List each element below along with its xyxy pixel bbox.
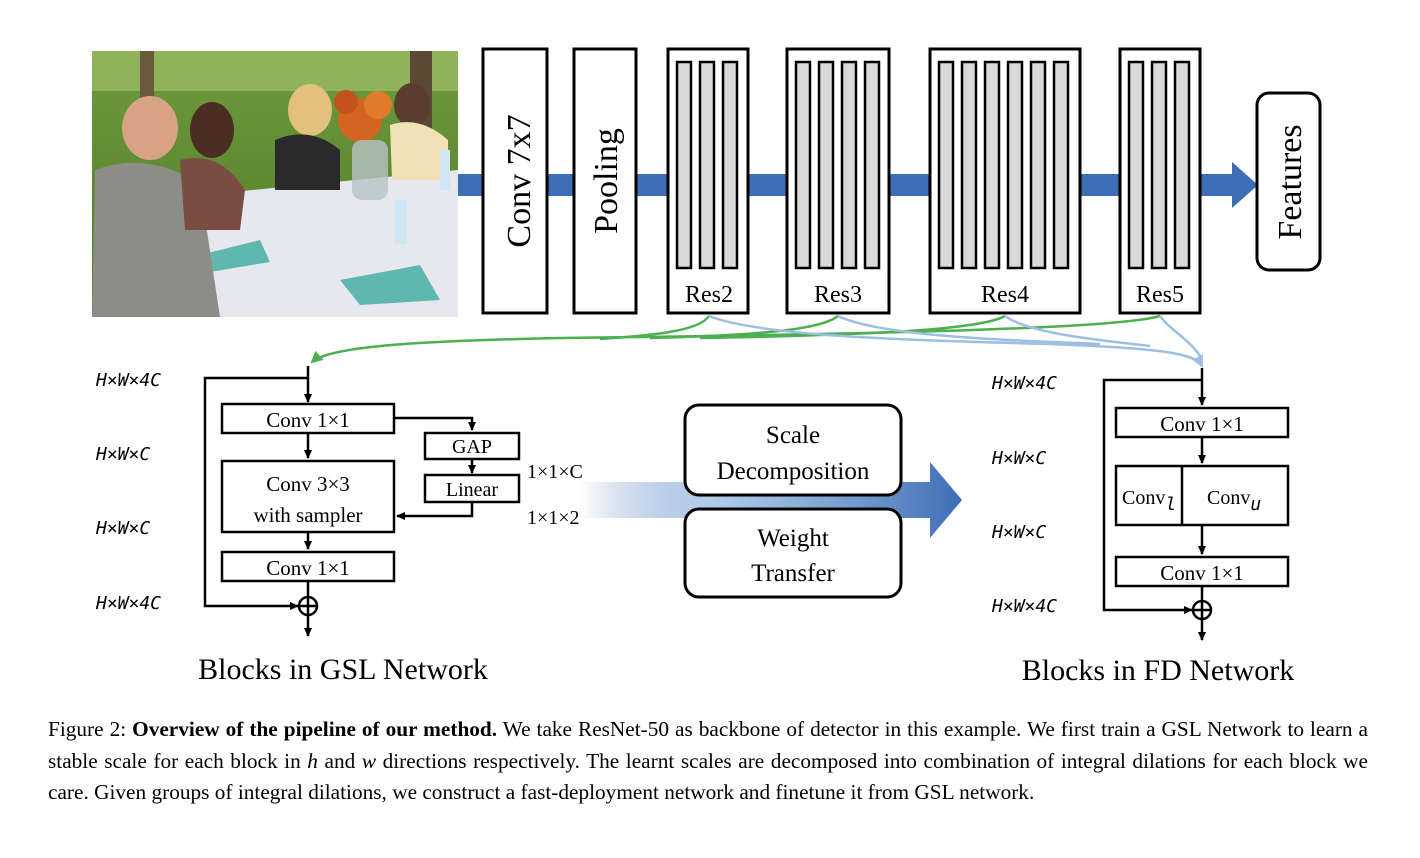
res3-block: Res3 <box>785 47 891 315</box>
gsl-out-dim-1: 1×1×C <box>527 461 583 483</box>
linear-box <box>423 473 521 504</box>
transform-arrow <box>580 462 962 538</box>
pipeline-figure: Conv 7x7 Pooling Res2 Res3 Res4 Res5 <box>92 47 1322 687</box>
gsl-dim-4: H×W×4C <box>95 593 161 614</box>
res2-block: Res2 <box>666 47 750 315</box>
linear-label: Linear <box>446 479 499 501</box>
features-label: Features <box>1272 124 1309 239</box>
scale-label-1: Scale <box>766 422 820 449</box>
gsl-conv1b-label: Conv 1×1 <box>266 556 350 580</box>
fd-conv1-label: Conv 1×1 <box>1160 412 1244 436</box>
pooling-label: Pooling <box>588 128 625 234</box>
fd-dim-1: H×W×4C <box>991 373 1057 394</box>
gsl-conv1-label: Conv 1×1 <box>266 408 350 432</box>
fd-conv-split-box <box>1114 464 1290 527</box>
gsl-dim-2: H×W×C <box>95 444 150 465</box>
gsl-dim-3: H×W×C <box>95 518 150 539</box>
fd-dim-3: H×W×C <box>991 522 1046 543</box>
gsl-block: H×W×4C H×W×C H×W×C H×W×4C Conv 1×1 Conv … <box>95 366 583 686</box>
fd-conv-l-label: Convl <box>1122 487 1176 515</box>
fd-conv-u-label: Convu <box>1207 487 1261 515</box>
caption-prefix: Figure 2: <box>48 717 133 741</box>
features-box: Features <box>1255 91 1322 272</box>
res5-block: Res5 <box>1118 47 1202 315</box>
gsl-title: Blocks in GSL Network <box>198 653 488 686</box>
scale-decomposition-box <box>683 403 903 497</box>
pooling-block: Pooling <box>572 47 638 315</box>
gap-label: GAP <box>452 436 492 458</box>
gsl-out-dim-2: 1×1×2 <box>527 507 580 529</box>
res4-block: Res4 <box>928 47 1082 315</box>
caption-w: w <box>361 748 377 773</box>
caption-h: h <box>307 748 318 773</box>
caption-bold: Overview of the pipeline of our method. <box>132 717 498 741</box>
res3-label: Res3 <box>814 282 862 308</box>
fd-title: Blocks in FD Network <box>1022 654 1295 687</box>
caption-and: and <box>317 748 362 773</box>
fd-conv1b-label: Conv 1×1 <box>1160 561 1244 585</box>
caption-part2: directions respectively. The learnt scal… <box>48 748 1368 805</box>
gsl-conv3-label-2: with sampler <box>253 503 362 527</box>
conv7x7-label: Conv 7x7 <box>501 114 538 247</box>
fd-conv1-box <box>1114 406 1290 439</box>
gsl-conv3-box <box>220 459 396 534</box>
res5-label: Res5 <box>1136 282 1184 308</box>
gsl-conv1b-box <box>220 550 396 583</box>
caption-part1: We take ResNet-50 as backbone of detecto… <box>48 717 1368 773</box>
gsl-dim-1: H×W×4C <box>95 370 161 391</box>
scale-label-2: Decomposition <box>717 458 870 485</box>
figure-caption: Figure 2: Overview of the pipeline of ou… <box>48 714 1368 809</box>
fd-connectors <box>708 314 1204 368</box>
gsl-conv3-label-1: Conv 3×3 <box>266 472 350 496</box>
fd-conv1b-box <box>1114 555 1290 588</box>
weight-label-1: Weight <box>757 525 829 552</box>
fd-dim-2: H×W×C <box>991 448 1046 469</box>
conv7x7-block: Conv 7x7 <box>481 47 549 315</box>
photo-people-at-table <box>92 51 458 317</box>
res4-label: Res4 <box>981 282 1029 308</box>
weight-label-2: Transfer <box>751 560 835 587</box>
fd-block: H×W×4C H×W×C H×W×C H×W×4C Conv 1×1 Convl… <box>991 368 1294 687</box>
fd-dim-4: H×W×4C <box>991 596 1057 617</box>
res2-label: Res2 <box>685 282 733 308</box>
middle-transform: Scale Decomposition Weight Transfer <box>580 403 962 599</box>
weight-transfer-box <box>683 507 903 599</box>
